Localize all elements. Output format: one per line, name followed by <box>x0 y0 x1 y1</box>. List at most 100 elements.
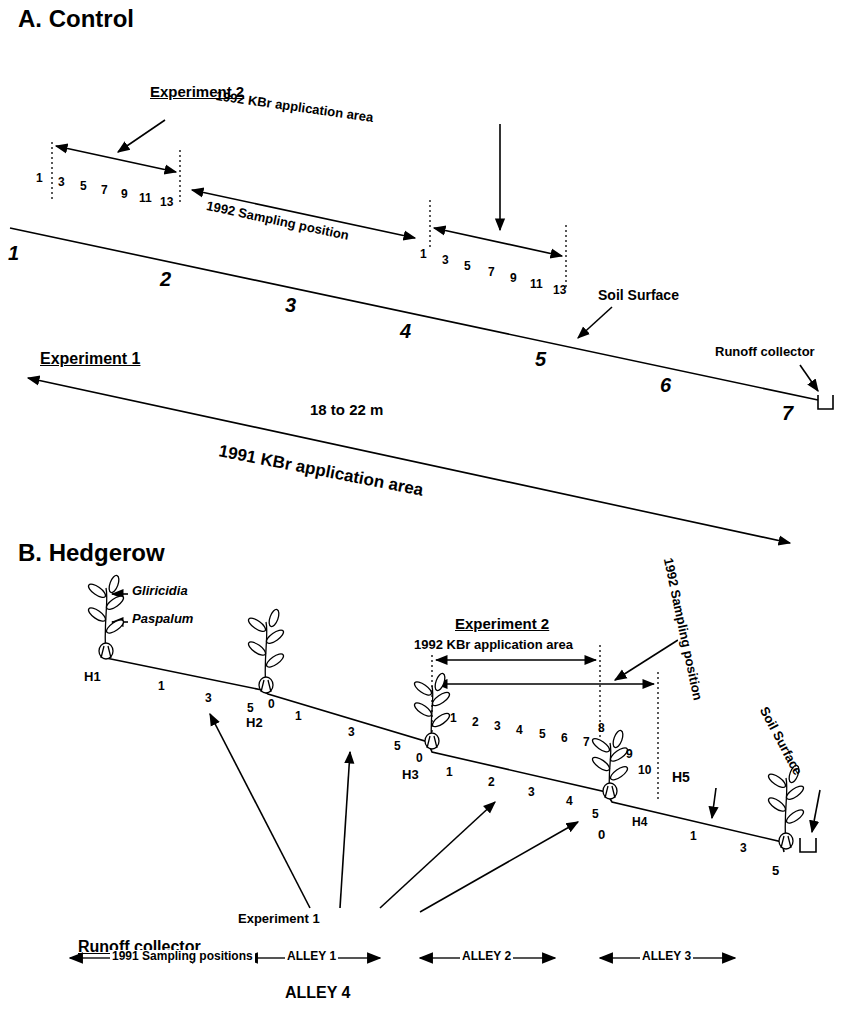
plant-leaf <box>609 764 630 782</box>
position-number: 4 <box>516 724 523 737</box>
position-number: 1 <box>446 766 453 779</box>
position-number: 13 <box>553 284 566 297</box>
plant-leaf <box>247 640 268 658</box>
position-number: 0 <box>416 752 423 765</box>
species-label: Paspalum <box>132 612 193 626</box>
grass-clump <box>779 833 793 849</box>
range-arrow <box>436 683 654 685</box>
pointer-arrow <box>578 307 612 338</box>
segment-number: 1 <box>8 242 19 264</box>
position-number: 3 <box>348 726 355 739</box>
area-label: 1991 KBr application area <box>215 442 427 501</box>
range-arrow <box>436 659 596 661</box>
plant-leaf <box>433 672 447 692</box>
hedge-label: 5 <box>772 864 779 878</box>
grass-clump <box>99 643 113 659</box>
plant-leaf <box>431 690 452 708</box>
position-number: 3 <box>528 786 535 799</box>
collector-label: Runoff collector <box>715 345 815 359</box>
grass-blades <box>261 680 271 692</box>
hedge-label: H2 <box>246 716 263 730</box>
plant-leaf <box>413 701 434 719</box>
position-number: 5 <box>247 702 254 715</box>
grass-blades <box>427 736 437 748</box>
hedge-label: H1 <box>84 670 101 684</box>
position-number: 13 <box>160 196 173 209</box>
pointer-arrow <box>712 788 716 818</box>
range-arrow <box>28 378 790 543</box>
grass-blades <box>101 646 111 658</box>
hedgerow-plant <box>413 672 452 749</box>
segment-number: 6 <box>660 374 671 396</box>
range-arrow <box>56 146 176 172</box>
position-number: 1 <box>450 712 457 725</box>
position-number: 1 <box>295 710 302 723</box>
pointer-arrow <box>118 120 165 152</box>
position-number: 3 <box>740 842 747 855</box>
position-number: 3 <box>58 176 65 189</box>
pointer-arrow <box>615 640 678 680</box>
position-number: 2 <box>472 716 479 729</box>
position-number: 9 <box>510 272 517 285</box>
grass-clump <box>259 677 273 693</box>
area-label: 1992 KBr application area <box>215 89 374 125</box>
position-number: 2 <box>488 776 495 789</box>
experiment-label: Experiment 1 <box>40 350 140 368</box>
plant-leaf <box>591 755 612 773</box>
plant-leaf <box>767 796 788 814</box>
position-number: 5 <box>592 808 599 821</box>
hedge-label: 0 <box>598 828 605 842</box>
sampling-label: 1992 Sampling position <box>660 555 705 704</box>
plant-leaf <box>431 711 452 729</box>
plant-leaf <box>265 651 286 669</box>
grass-clump <box>425 733 439 749</box>
hedgerow-plant <box>591 729 630 799</box>
soil-surface-line <box>10 228 818 400</box>
pointer-arrow <box>499 124 501 230</box>
dashed-limit <box>429 200 430 250</box>
position-number: 10 <box>638 764 651 777</box>
position-number: 8 <box>598 722 605 735</box>
experiment-label: Experiment 2 <box>455 616 549 633</box>
plant-leaf <box>785 807 806 825</box>
grass-blades <box>605 786 615 798</box>
grass-blades <box>781 836 791 848</box>
position-number: 1 <box>690 830 697 843</box>
plant-leaf <box>107 574 121 594</box>
plant-leaf <box>247 616 268 634</box>
position-number: 5 <box>80 180 87 193</box>
dimension-label: 18 to 22 m <box>310 402 383 419</box>
position-number: 3 <box>205 692 212 705</box>
plant-leaf <box>591 736 612 754</box>
plant-leaf <box>105 594 126 612</box>
pointer-arrow <box>340 752 350 908</box>
hedgerow-plant <box>767 764 806 849</box>
pointer-arrow <box>800 365 818 391</box>
alley-label: ALLEY 2 <box>460 950 513 963</box>
alley-label: ALLEY 1 <box>285 950 338 963</box>
dashed-limit <box>179 150 180 205</box>
grass-clump <box>603 783 617 799</box>
panel-title: A. Control <box>18 6 134 32</box>
sampling-label: Experiment 1 <box>238 912 320 926</box>
panel-title: B. Hedgerow <box>18 540 165 566</box>
segment-number: 4 <box>400 320 411 342</box>
segment-number: 5 <box>535 348 546 370</box>
position-number: 11 <box>139 192 152 205</box>
plant-leaf <box>767 772 788 790</box>
sampling-label: 1992 Sampling position <box>205 199 350 243</box>
position-number: 6 <box>561 732 568 745</box>
plant-leaf <box>105 617 126 635</box>
surface-label: H5 <box>672 770 690 785</box>
area-label: 1992 KBr application area <box>412 638 575 652</box>
pointer-arrow <box>380 802 495 908</box>
position-number: 1 <box>420 248 427 261</box>
position-number: 3 <box>442 254 449 267</box>
hedge-label: H3 <box>402 768 419 782</box>
plant-leaf <box>413 679 434 697</box>
plant-leaf <box>265 628 286 646</box>
plant-leaf <box>87 582 108 600</box>
position-number: 11 <box>530 278 543 291</box>
segment-number: 2 <box>160 268 171 290</box>
pointer-arrow <box>420 822 578 912</box>
